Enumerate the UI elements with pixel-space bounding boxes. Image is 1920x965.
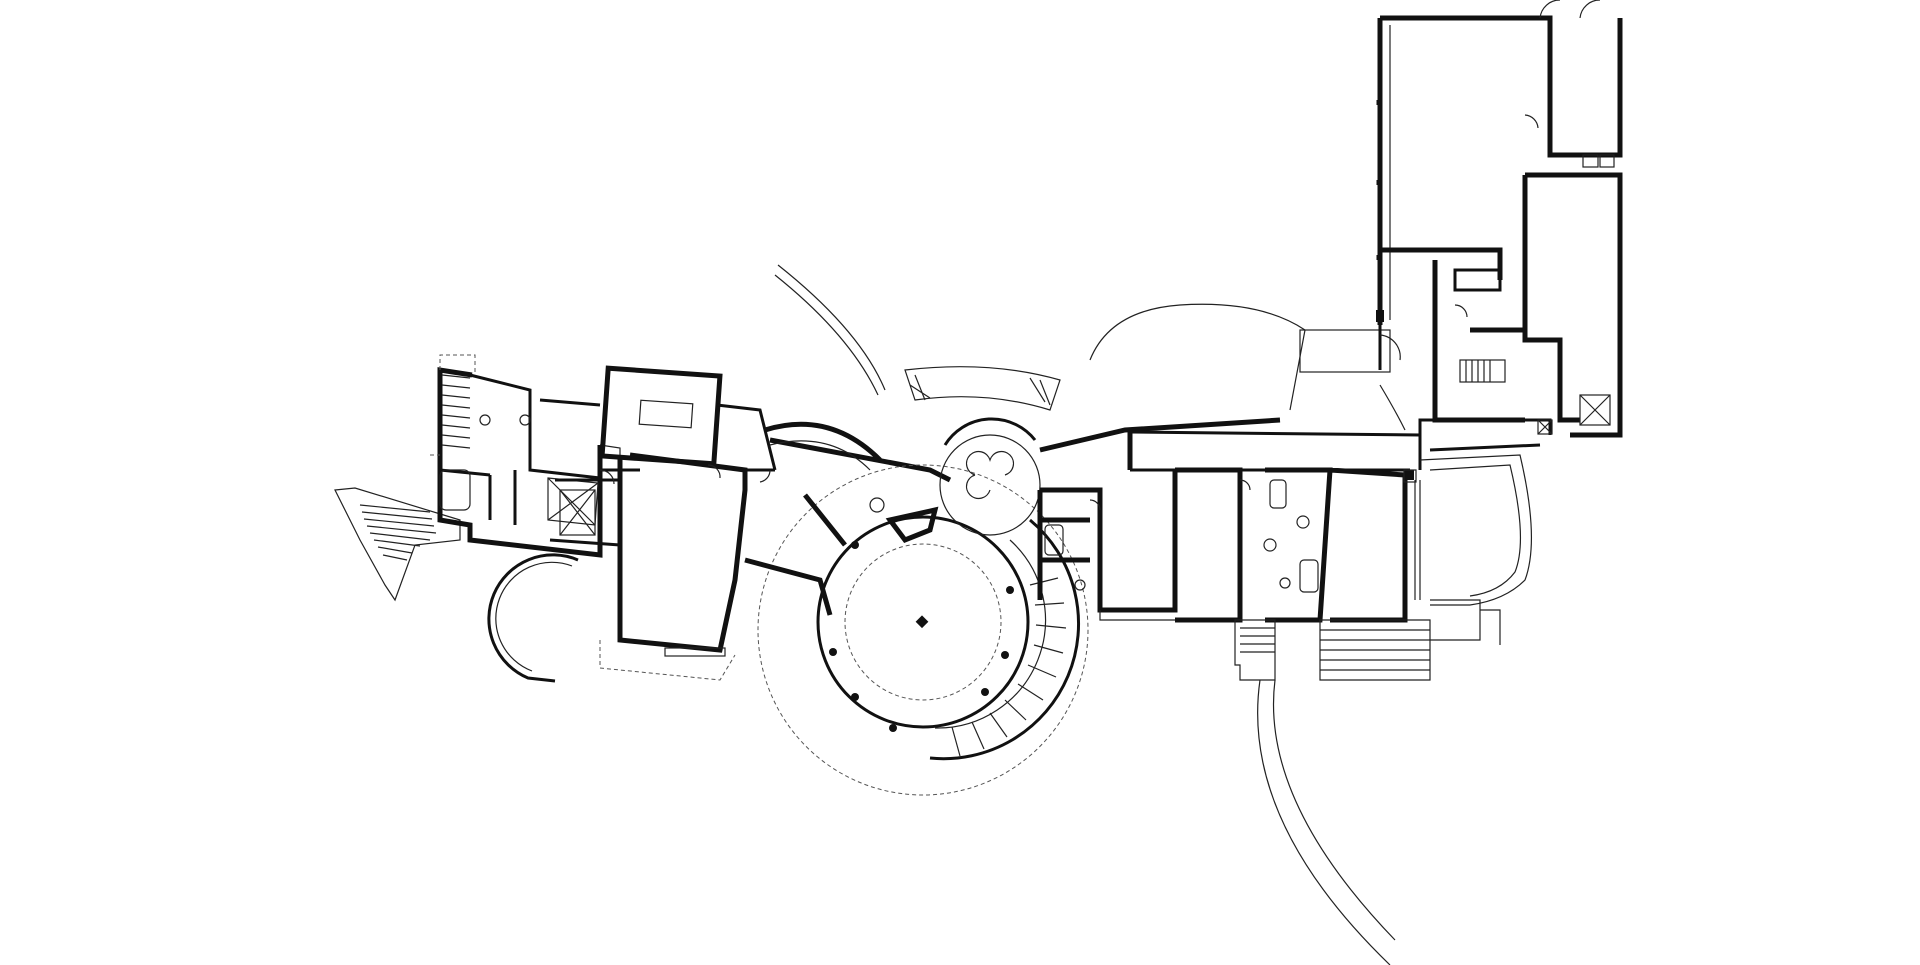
garage-bath-x (1579, 394, 1611, 426)
east-terrace-wall (1429, 443, 1541, 452)
door-swings (599, 304, 1468, 511)
rotunda-wall (816, 515, 1030, 729)
curved-gallery-wall (764, 421, 952, 483)
garage-east-rooms (1522, 172, 1623, 438)
courtyard-inner (638, 399, 694, 429)
sink-bed-2 (1263, 538, 1277, 552)
north-arc-hatch (909, 374, 1051, 406)
sink-west-1 (479, 414, 491, 426)
rotunda-outer-deck (757, 464, 1089, 796)
tub-2 (1269, 479, 1287, 509)
tub-3 (1299, 559, 1319, 593)
master-inner-walls (549, 468, 640, 547)
deck-outline-west (430, 354, 476, 456)
north-courtyard (764, 264, 1306, 483)
rotunda-center-fixture (915, 615, 929, 629)
rotunda-inner-ring (844, 543, 1002, 701)
north-arc-terrace (904, 366, 1061, 411)
rotunda-entry-fixture (869, 497, 885, 513)
garage-column-2 (1537, 419, 1553, 435)
bedwing-deck-south (1099, 610, 1175, 621)
sink-west-2 (519, 414, 531, 426)
east-curved-terrace-inner (1429, 464, 1522, 597)
closet-master (559, 489, 596, 536)
rotunda (744, 464, 1089, 796)
gallery-glazing (769, 440, 871, 471)
garage-link-wall (1378, 325, 1552, 435)
vestibule-circle (939, 434, 1041, 536)
south-stair-right-treads (1320, 629, 1430, 671)
bedroom-wing-corridor (1129, 430, 1422, 472)
closet-rods (1414, 480, 1421, 600)
carport-box (1299, 329, 1391, 373)
spiral-stair-treads (951, 577, 1067, 757)
garage-outer-wall (1377, 15, 1623, 325)
garage-wing (1299, 0, 1623, 438)
master-bedroom-wall (617, 452, 748, 653)
vestibule (939, 417, 1041, 536)
rotunda-entry-wall (744, 493, 939, 616)
garage-south-rooms (1380, 247, 1525, 423)
spiral-stair-inner (934, 539, 1047, 729)
east-terrace (1419, 443, 1541, 606)
stair-treads-west (359, 504, 437, 561)
garage-bath-3 (1579, 394, 1611, 426)
garage-stair-treads (1465, 360, 1491, 382)
south-stair-left (1234, 619, 1276, 681)
garage-door-swing-1 (1539, 0, 1601, 19)
south-stair-left-treads (1240, 627, 1275, 653)
link-corridor (716, 403, 777, 472)
bathtub-west (439, 469, 471, 511)
south-stair-platform (1430, 599, 1501, 645)
garage-door-swing-2 (1379, 334, 1401, 361)
east-curved-terrace (1419, 454, 1533, 606)
south-stairs (1234, 599, 1501, 965)
column-bedwing (1404, 470, 1414, 480)
bedroom-2 (1175, 467, 1243, 623)
toilet-1 (1074, 579, 1086, 591)
garage-door-swing-3 (1379, 384, 1406, 431)
garage-bath-2 (1599, 154, 1615, 168)
sink-bed-1 (1296, 515, 1310, 529)
rotunda-columns (829, 541, 1014, 732)
bedroom-wing (1037, 417, 1422, 623)
garage-column-1 (1376, 310, 1384, 322)
curved-path-north (774, 264, 886, 396)
garage-column-2-x (1537, 419, 1553, 435)
garage-bath-1 (1582, 154, 1599, 168)
master-deck-outline (599, 640, 736, 681)
curved-path-north-east (1089, 303, 1306, 411)
master-suite (549, 365, 777, 681)
garage-stair (1459, 359, 1506, 383)
garage-service-box (1453, 268, 1502, 292)
column-x-bedwing (1403, 469, 1417, 483)
closet-x (559, 489, 596, 536)
bedroom-1 (1040, 470, 1178, 613)
west-wing (334, 354, 621, 683)
terrace-hatch-west (441, 374, 471, 449)
circular-terrace-inner (495, 561, 573, 672)
vestibule-wall (943, 417, 1037, 446)
circular-terrace-west (487, 553, 579, 683)
tub-1 (1044, 524, 1064, 556)
bath-block (1037, 490, 1090, 600)
vestibule-petals (965, 450, 1015, 500)
toilet-2 (1279, 577, 1291, 589)
fireplace-master (664, 647, 726, 657)
bedroom-wing-north-wall (1039, 417, 1281, 470)
south-driveway-curve (1257, 679, 1396, 965)
garage-door-swing-4 (1524, 114, 1539, 129)
west-wing-inner-walls (439, 373, 601, 525)
